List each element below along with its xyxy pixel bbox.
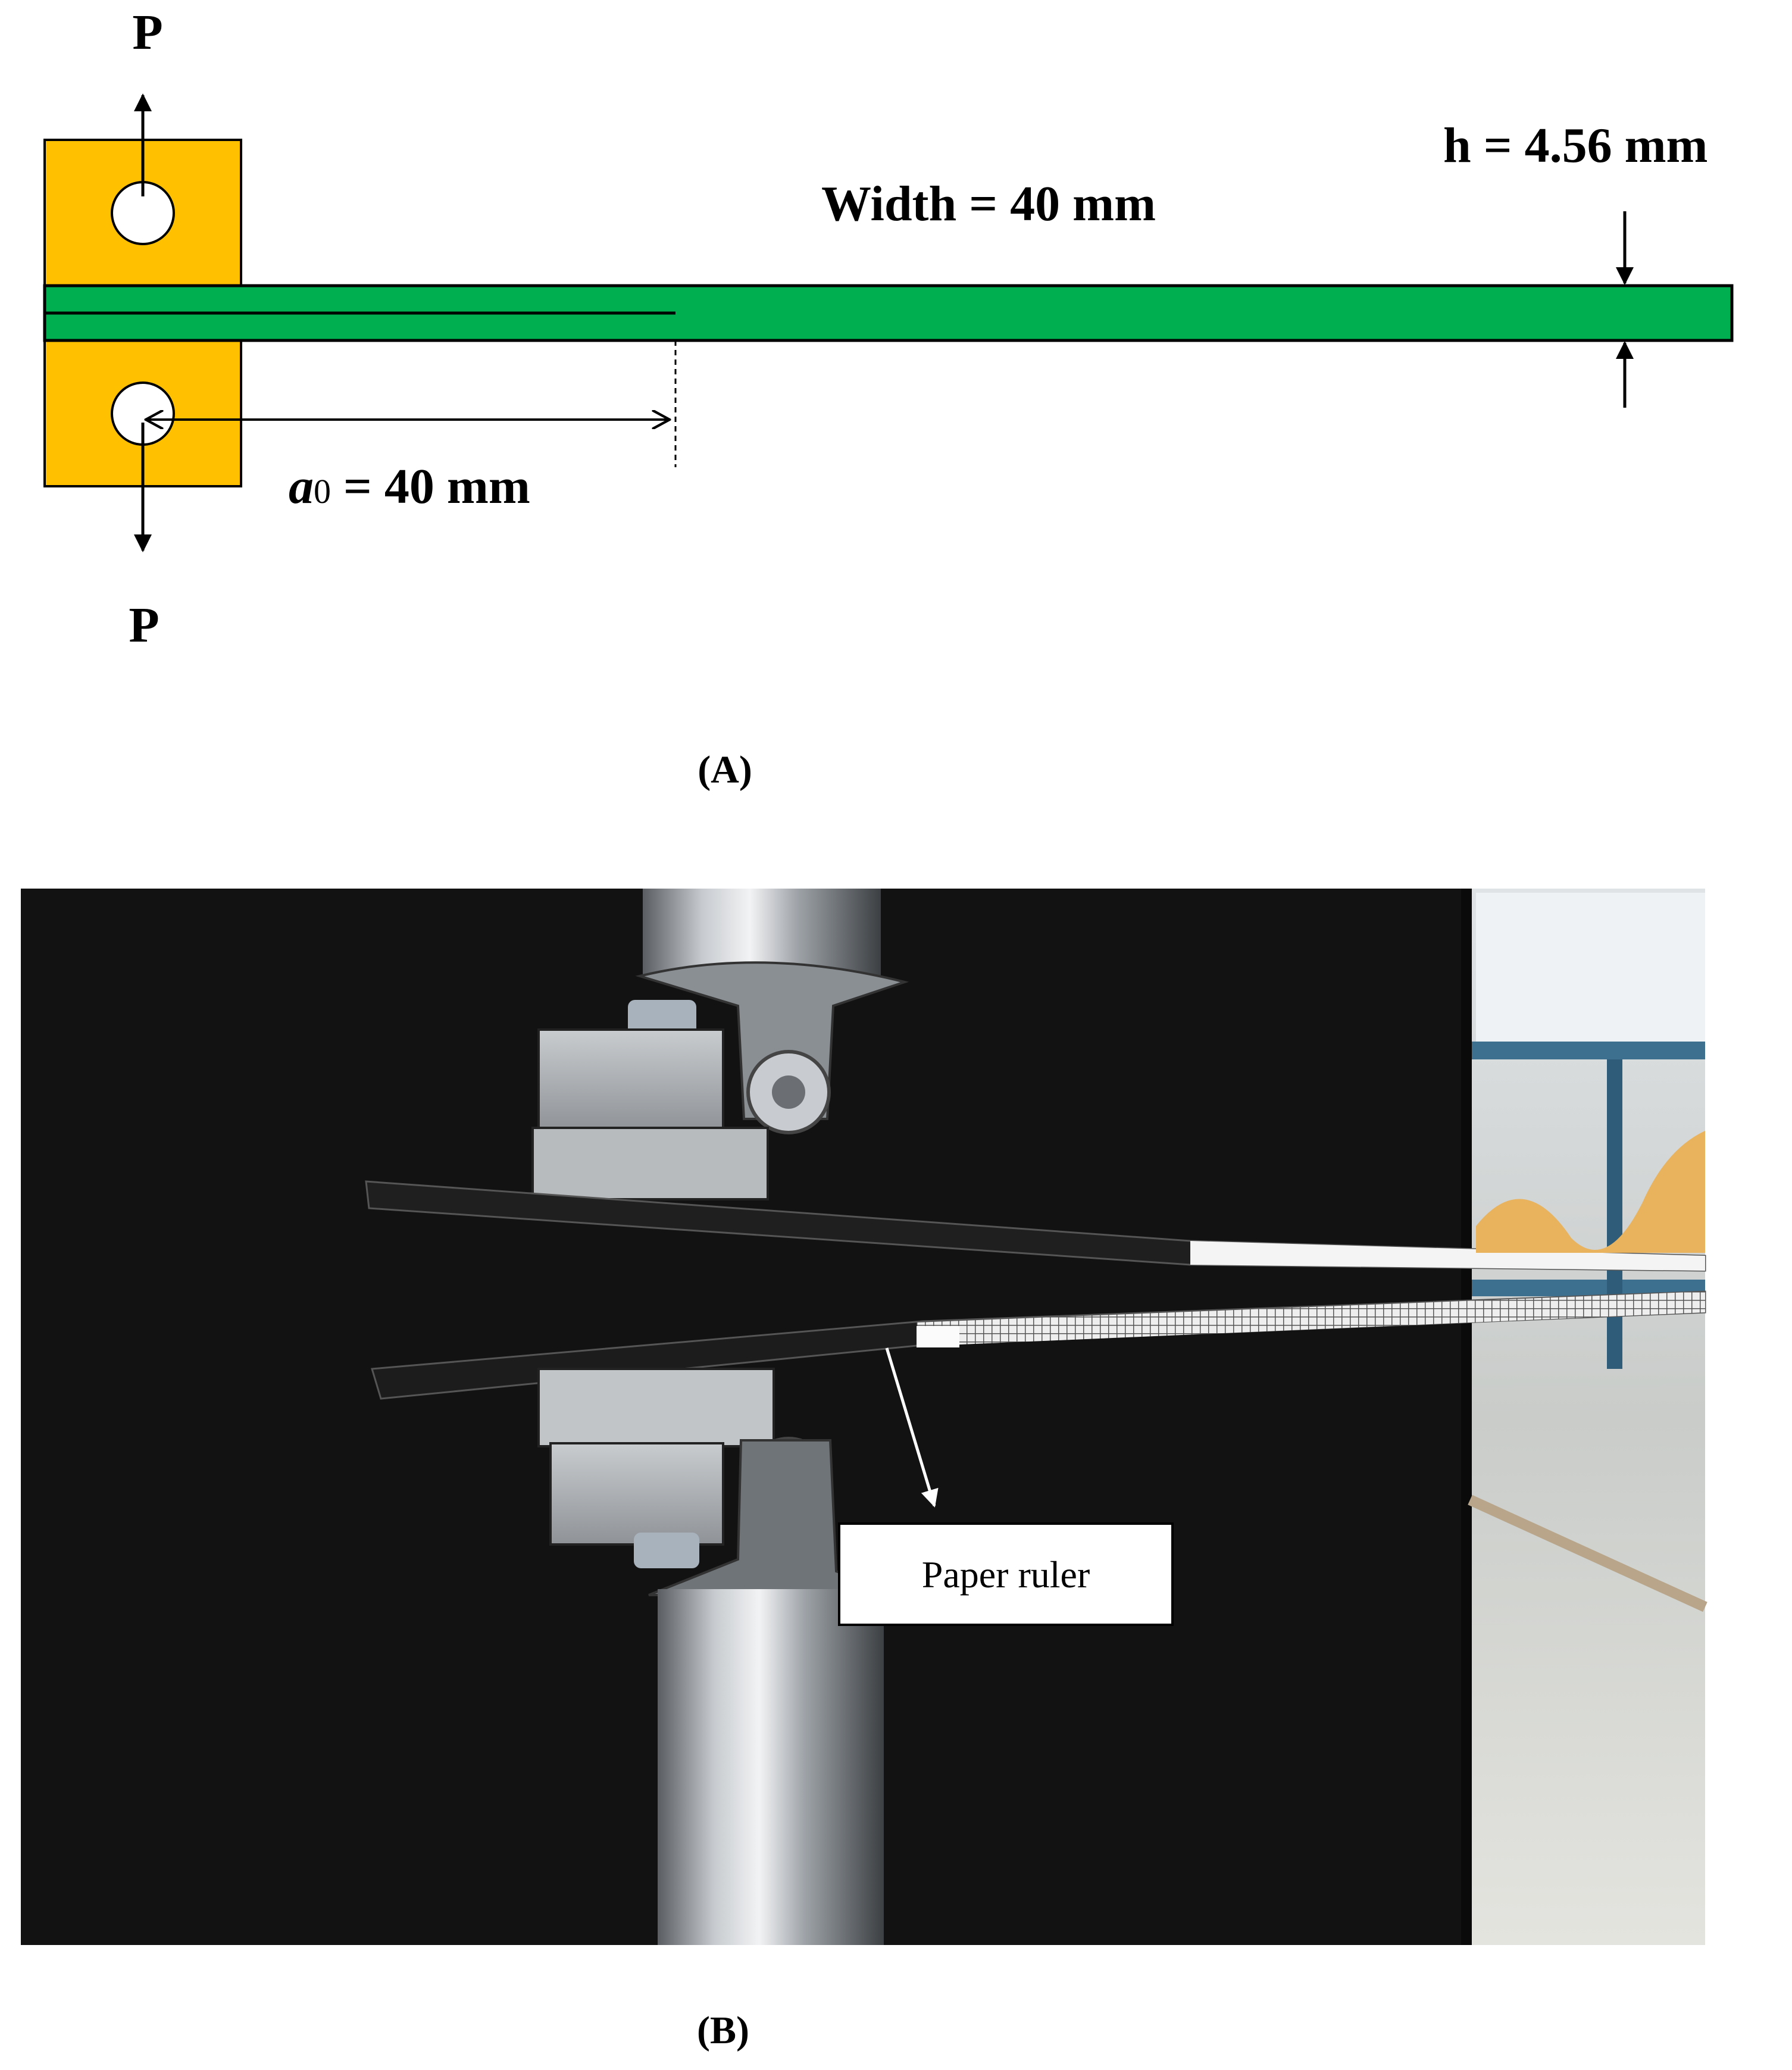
upper-bushing (628, 1000, 696, 1036)
upper-arm-white-tape (1190, 1241, 1705, 1271)
top-load-label: P (132, 5, 162, 60)
crack-length-symbol: a (289, 459, 314, 514)
crack-length-value: = 40 mm (331, 459, 530, 514)
upper-tab-base (531, 1127, 769, 1200)
thickness-label: h = 4.56 mm (1443, 118, 1708, 173)
crack-length-label: a0 = 40 mm (289, 459, 530, 514)
upper-bolt-socket (772, 1075, 805, 1109)
upper-tab-block (537, 1028, 724, 1132)
lower-bushing (634, 1533, 699, 1568)
lower-tab-block (537, 1368, 775, 1447)
lab-window (1476, 893, 1705, 1042)
lab-background (1470, 889, 1705, 1945)
bottom-load-label: P (129, 598, 159, 653)
panel-a-schematic: P P Width = 40 mm h = 4.56 mm a0 = 40 mm… (43, 5, 1734, 792)
lab-rack-post (1607, 1059, 1622, 1369)
paper-ruler-arrow (885, 1347, 939, 1508)
lower-tab-base (549, 1442, 724, 1546)
panel-b-photo: Paper ruler (21, 889, 1707, 1945)
lower-rod (658, 1589, 884, 1945)
crack-length-subscript: 0 (314, 472, 331, 511)
panel-a-caption: (A) (698, 748, 752, 792)
floor-stripe (1468, 1494, 1707, 1612)
panel-b-caption: (B) (697, 2009, 749, 2052)
black-frame-edge (1461, 889, 1472, 1945)
paper-ruler-callout: Paper ruler (922, 1553, 1090, 1596)
upper-clevis (635, 961, 909, 1120)
paper-ruler-callout-box (838, 1522, 1174, 1626)
width-label: Width = 40 mm (821, 176, 1156, 232)
paper-ruler-end (917, 1326, 959, 1347)
paper-ruler (917, 1292, 1705, 1346)
yellow-tape-curl (1476, 1131, 1705, 1253)
lab-shelf (1470, 1042, 1705, 1059)
